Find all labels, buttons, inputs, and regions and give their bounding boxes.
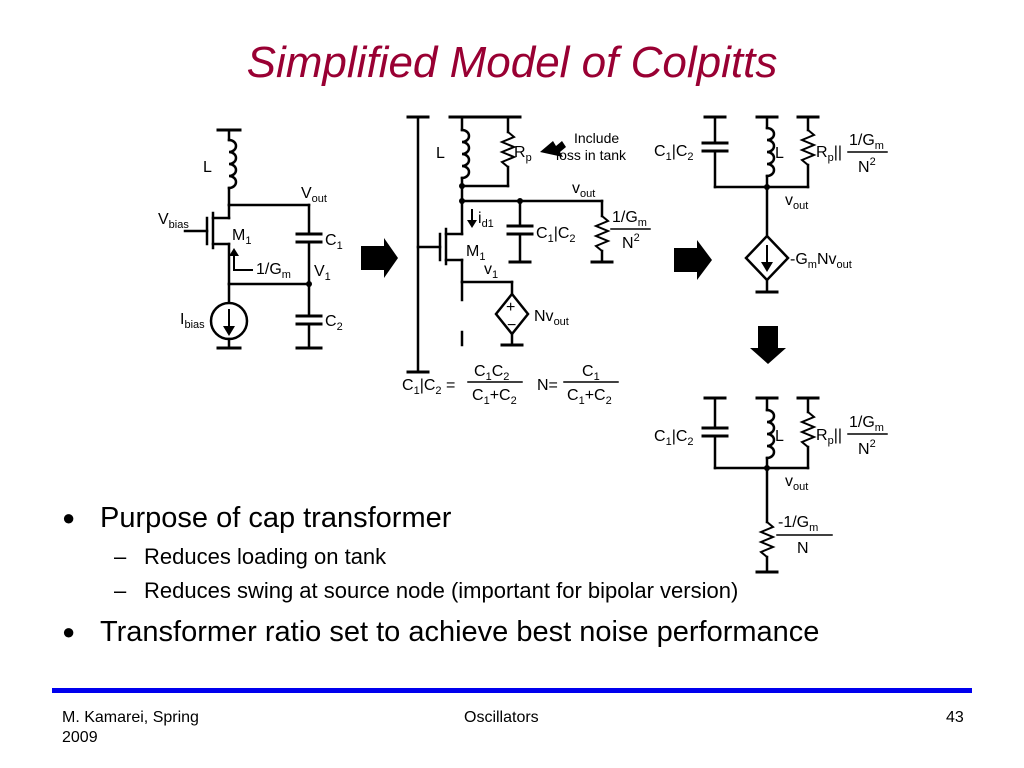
label-Rp-2: Rp <box>514 144 532 164</box>
page-number: 43 <box>946 709 964 726</box>
label-v1-2: v1 <box>484 261 498 281</box>
bullet-list: ● Purpose of cap transformer – Reduces l… <box>62 500 982 654</box>
footer-author-line2: 2009 <box>62 729 98 746</box>
label-gm-n2-num-4: 1/Gm <box>849 414 884 434</box>
label-neg-r-den: N <box>797 540 809 557</box>
label-c1c2-4: C1|C2 <box>654 428 694 448</box>
dash-icon: – <box>114 544 127 569</box>
footer-author: M. Kamarei, Spring 2009 <box>62 708 199 748</box>
bullet-item: ● Transformer ratio set to achieve best … <box>62 614 982 650</box>
arrow-right-icon-1 <box>361 238 398 278</box>
inductor-L-symbol <box>227 138 238 190</box>
label-L-2: L <box>436 145 445 162</box>
eq-c1c2-lhs: C1|C2 = <box>402 377 455 397</box>
eq-c1c2-den: C1+C2 <box>472 387 517 407</box>
label-C1-1: C1 <box>325 232 343 252</box>
eq-c1c2-num: C1C2 <box>474 363 509 383</box>
slide-title: Simplified Model of Colpitts <box>246 38 778 87</box>
negative-resistor-symbol <box>758 520 776 559</box>
label-M1-2: M1 <box>466 243 485 263</box>
equations: C1|C2 = C1C2 C1+C2 N= C1 C1+C2 <box>402 363 619 407</box>
bullet-dot-icon: ● <box>62 505 76 530</box>
label-vout-3: vout <box>785 192 808 212</box>
label-C2-1: C2 <box>325 313 343 333</box>
circuit-loss-model <box>406 115 614 374</box>
note-arrow-icon <box>540 141 566 157</box>
label-neg-r-num: -1/Gm <box>778 514 818 534</box>
label-L-4: L <box>775 428 784 445</box>
label-L-3: L <box>775 145 784 162</box>
sub-bullet-text: Reduces loading on tank <box>144 544 387 569</box>
sub-bullet-item: – Reduces swing at source node (importan… <box>62 574 982 608</box>
resistor-Rp-symbol <box>499 130 517 169</box>
eq-n-den: C1+C2 <box>567 387 612 407</box>
inductor-L-2-symbol <box>460 128 471 180</box>
label-c1c2-3: C1|C2 <box>654 143 694 163</box>
arrow-right-icon-2 <box>674 240 712 280</box>
circuit-parallel-tank-source <box>701 115 820 294</box>
footer-topic: Oscillators <box>464 709 539 726</box>
source-plus: + <box>506 299 515 316</box>
bullet-text: Purpose of cap transformer <box>100 502 452 534</box>
label-vout-2: vout <box>572 180 595 200</box>
sub-bullet-item: – Reduces loading on tank <box>62 540 982 574</box>
note-loss: loss in tank <box>556 147 627 163</box>
bullet-item: ● Purpose of cap transformer <box>62 500 982 536</box>
label-vout-4: vout <box>785 473 808 493</box>
label-gm-n2-num: 1/Gm <box>612 209 647 229</box>
label-M1: M1 <box>232 227 251 247</box>
label-c1c2-2: C1|C2 <box>536 225 576 245</box>
circuit-original-colpitts <box>183 128 323 350</box>
label-gm-n2-den-3: N2 <box>858 156 876 176</box>
dash-icon: – <box>114 578 127 603</box>
label-gm-n2-den: N2 <box>622 232 640 252</box>
label-V1: V1 <box>314 263 331 283</box>
bullet-dot-icon: ● <box>62 619 76 644</box>
eq-n-lhs: N= <box>537 377 558 394</box>
source-minus: − <box>507 317 516 334</box>
label-gm-n2-num-3: 1/Gm <box>849 132 884 152</box>
label-id1: id1 <box>478 210 494 230</box>
label-gm-n2-den-4: N2 <box>858 438 876 458</box>
label-rp-4: Rp|| <box>816 427 842 447</box>
footer-author-line1: M. Kamarei, Spring <box>62 709 199 726</box>
label-rp-3: Rp|| <box>816 144 842 164</box>
sub-bullet-text: Reduces swing at source node (important … <box>144 578 739 603</box>
arrow-down-icon <box>750 326 786 364</box>
label-ibias: Ibias <box>180 311 205 331</box>
label-nvout: Nvout <box>534 308 569 328</box>
label-vbias: Vbias <box>158 211 189 231</box>
circuit-negative-resistance <box>701 396 820 574</box>
bullet-text: Transformer ratio set to achieve best no… <box>100 616 820 648</box>
label-vout-1: Vout <box>301 185 327 205</box>
label-gmnvout: -GmNvout <box>790 251 852 271</box>
label-gm-1: 1/Gm <box>256 261 291 281</box>
footer-rule <box>52 688 972 693</box>
label-L-1: L <box>203 159 212 176</box>
note-include: Include <box>574 130 619 146</box>
eq-n-num: C1 <box>582 363 600 383</box>
